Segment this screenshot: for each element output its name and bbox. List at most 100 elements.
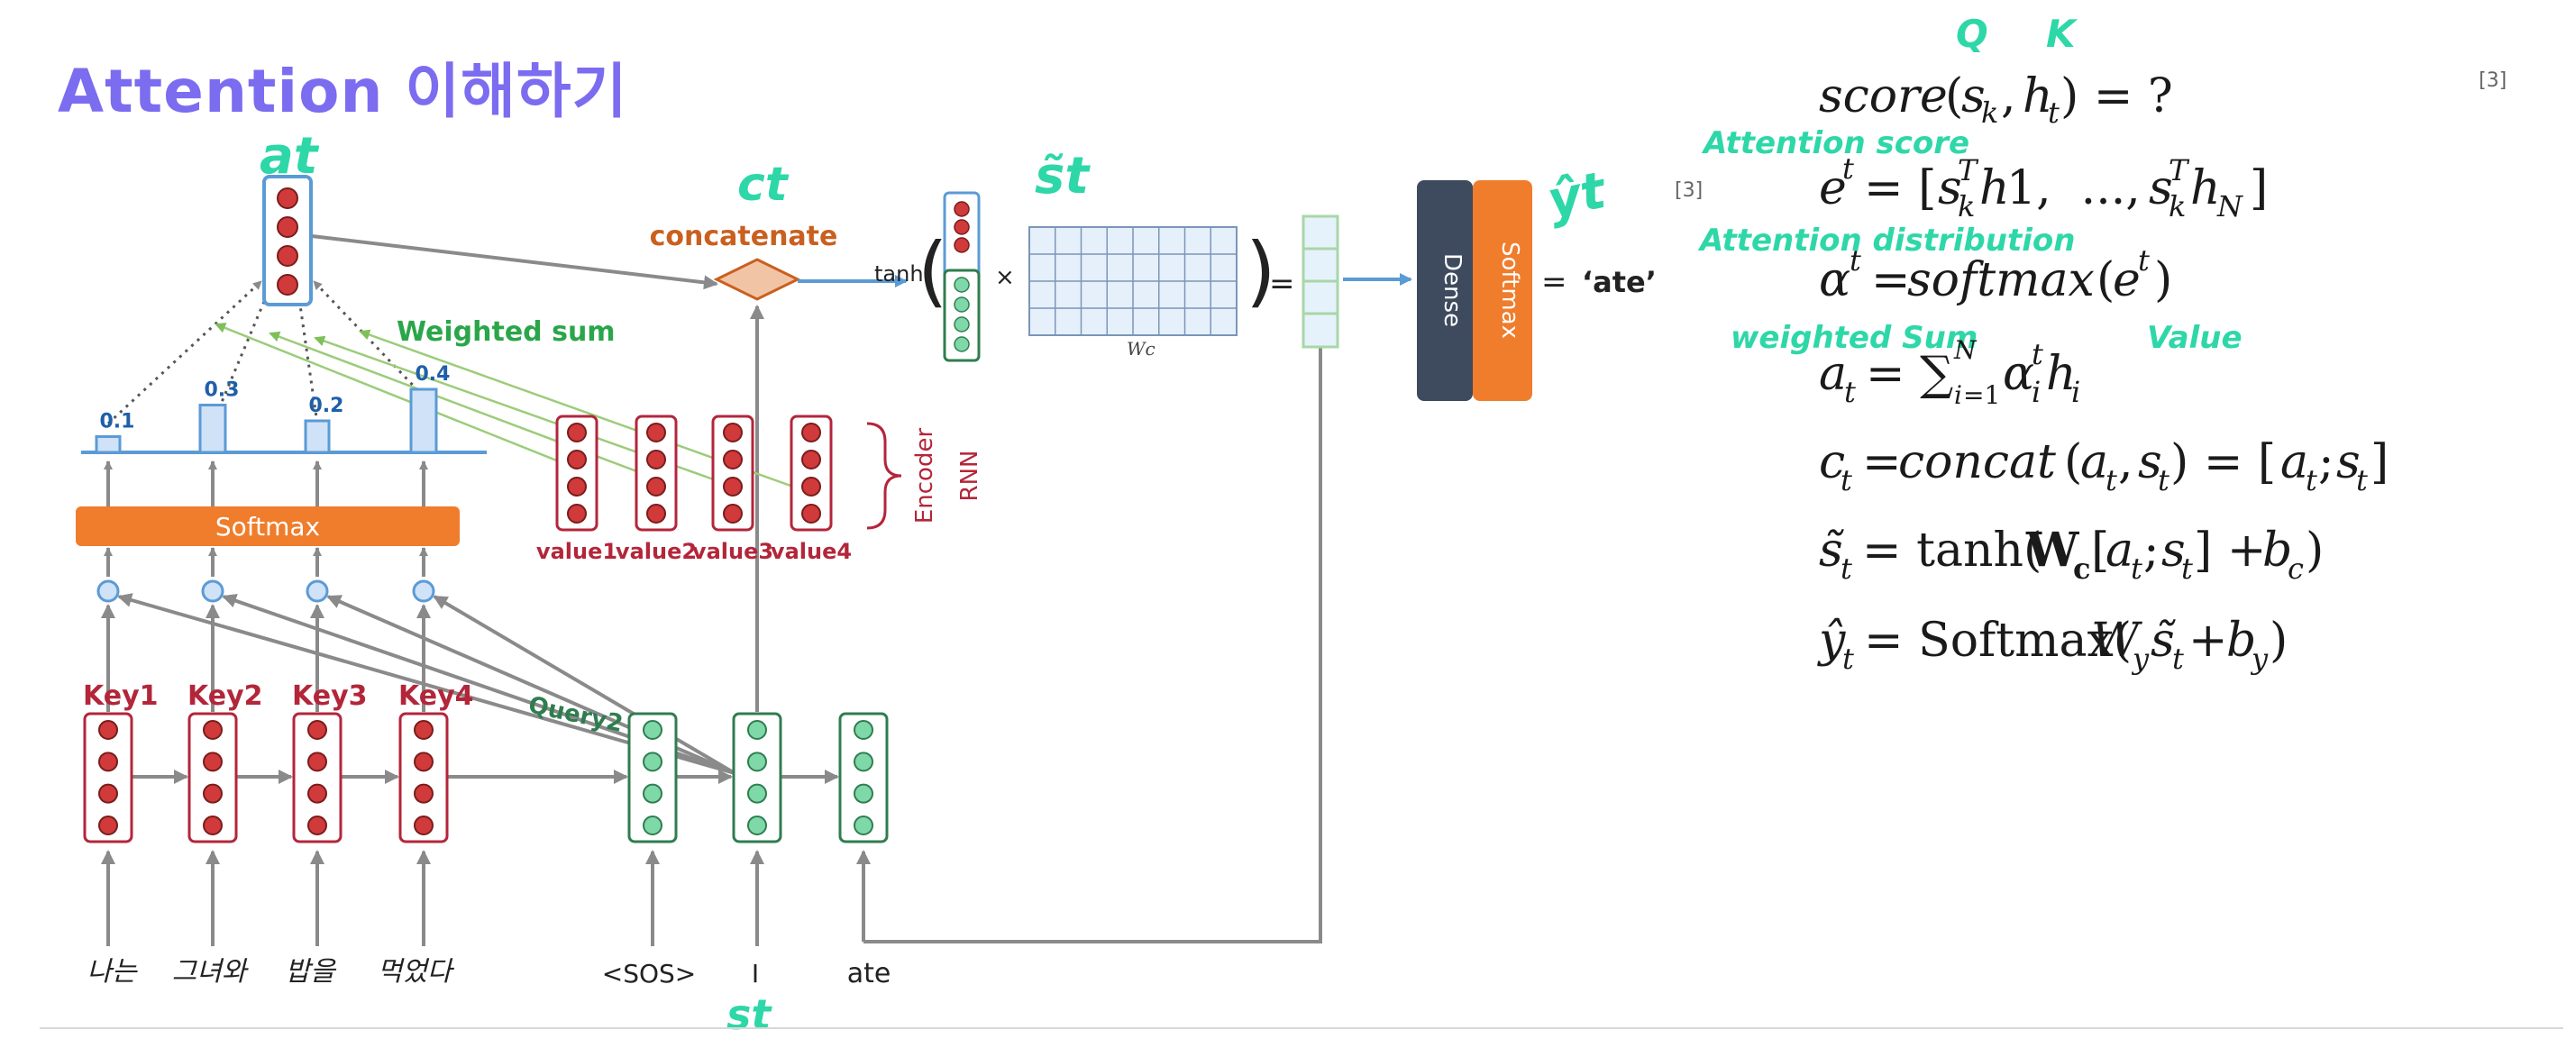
svg-text:ŷ: ŷ — [1817, 614, 1846, 668]
hw-at: at — [260, 127, 320, 186]
distribution-bar-2 — [198, 404, 227, 454]
encoder-label: Encoder — [911, 428, 938, 524]
svg-text:h: h — [2190, 161, 2221, 215]
equation-et: e t = [ s k T h 1, ..., s k T h N ] — [1819, 151, 2268, 223]
svg-text:N: N — [1953, 335, 1978, 365]
svg-text:b: b — [2226, 614, 2256, 668]
svg-text:e: e — [1819, 161, 1847, 215]
svg-text:t: t — [2172, 642, 2184, 676]
input-label-3: 밥을 — [285, 956, 337, 988]
dotted-lines — [106, 279, 425, 425]
concatenate-label: concatenate — [650, 221, 838, 252]
svg-text:y: y — [2250, 642, 2269, 676]
svg-text:score: score — [1819, 69, 1948, 123]
svg-text:= [: = [ — [1864, 161, 1936, 215]
svg-text:k: k — [2169, 189, 2186, 223]
svg-text:t: t — [2356, 463, 2368, 497]
distribution-bar-1 — [95, 435, 122, 454]
svg-text:t: t — [2048, 96, 2060, 130]
svg-text:(: ( — [2064, 435, 2082, 489]
distribution-bars — [95, 387, 438, 454]
input-label-4: 먹었다 — [378, 956, 455, 988]
value-label-4: value4 — [771, 539, 852, 564]
concatenate-node — [713, 258, 801, 301]
svg-text:(: ( — [2096, 253, 2115, 307]
svg-text:h: h — [2023, 69, 2053, 123]
svg-text:a: a — [2280, 435, 2308, 489]
output-equals: = — [1541, 264, 1567, 300]
page-title: Attention 이해하기 — [58, 57, 628, 126]
value-cell-3 — [711, 415, 754, 532]
svg-text:c: c — [2073, 551, 2090, 586]
wc-matrix — [1028, 226, 1238, 336]
encoder-value-cells — [555, 415, 833, 532]
svg-text:k: k — [1981, 96, 1998, 130]
svg-text:a: a — [1819, 347, 1847, 401]
svg-text:i: i — [1954, 380, 1962, 410]
bottom-rule — [40, 1027, 2563, 1029]
value-cell-4 — [790, 415, 833, 532]
svg-text:t: t — [2131, 551, 2142, 586]
svg-text:,: , — [2118, 435, 2133, 489]
distribution-bar-label-4: 0.4 — [416, 363, 451, 386]
score-nodes — [96, 579, 435, 603]
dense-block — [1417, 180, 1473, 401]
hw-st-tilde: s̃t — [1035, 147, 1091, 205]
svg-text:s: s — [2149, 161, 2173, 215]
svg-text:t: t — [1841, 551, 1852, 586]
svg-text:t: t — [2138, 243, 2150, 278]
equals-label: = — [1269, 266, 1295, 302]
svg-text:W: W — [2025, 523, 2080, 578]
equation-alpha: α t = softmax ( e t ) — [1819, 243, 2172, 307]
svg-text:N: N — [2216, 189, 2243, 223]
svg-text:t: t — [1842, 642, 1854, 676]
distribution-bar-3 — [304, 419, 331, 454]
svg-text:;: ; — [2143, 524, 2160, 578]
decoder-cell-3 — [838, 712, 889, 843]
svg-text:s̃: s̃ — [2151, 614, 2176, 668]
value-label-2: value2 — [616, 539, 697, 564]
equation-ct: c t = concat ( a t , s t ) = [ a t ; s t… — [1819, 435, 2389, 497]
svg-text:s: s — [2138, 435, 2162, 489]
svg-text:t: t — [1850, 243, 1861, 278]
hw-value: Value — [2147, 320, 2243, 356]
svg-text:[: [ — [2091, 524, 2109, 578]
hw-ct: ct — [737, 158, 790, 212]
svg-text:]: ] — [2250, 161, 2268, 215]
softmax-block — [1473, 180, 1532, 401]
svg-text:= Softmax(: = Softmax( — [1864, 614, 2132, 668]
distribution-bar-label-2: 0.3 — [205, 379, 240, 402]
attention-vector — [262, 175, 313, 306]
key-label-4: Key4 — [398, 680, 474, 712]
encoder-cell-2 — [187, 712, 238, 843]
hw-st: st — [726, 990, 772, 1039]
svg-text:i: i — [2071, 375, 2080, 409]
svg-text:a: a — [2106, 524, 2133, 578]
value-cell-1 — [555, 415, 598, 532]
svg-text:= tanh(: = tanh( — [1862, 524, 2042, 578]
times-label: × — [995, 264, 1015, 291]
distribution-bar-labels: 0.10.30.20.4 — [100, 363, 451, 433]
svg-text:+: + — [2188, 614, 2228, 668]
weighted-sum-label: Weighted sum — [397, 316, 616, 348]
svg-text:c: c — [2288, 551, 2304, 586]
equation-st-tilde: s̃ t = tanh( W c [ a t ; s t ] + b c ) — [1819, 523, 2324, 586]
svg-text:1, ...,: 1, ..., — [2006, 161, 2170, 215]
key-label-3: Key3 — [292, 680, 368, 712]
svg-text:): ) — [2306, 524, 2324, 578]
decoder-cells — [627, 712, 889, 843]
svg-text:;: ; — [2318, 435, 2334, 489]
svg-text:): ) — [2270, 614, 2288, 668]
svg-text:i: i — [2032, 375, 2041, 409]
svg-text:t: t — [2306, 463, 2317, 497]
encoder-cell-4 — [398, 712, 449, 843]
value-label-3: value3 — [692, 539, 773, 564]
svg-text:): ) — [2154, 253, 2172, 307]
svg-text:k: k — [1958, 189, 1975, 223]
value-label-1: value1 — [536, 539, 617, 564]
ref-marker-mid: [3] — [1675, 179, 1703, 202]
svg-text:=: = — [1871, 253, 1911, 307]
softmax-bar — [76, 506, 460, 546]
